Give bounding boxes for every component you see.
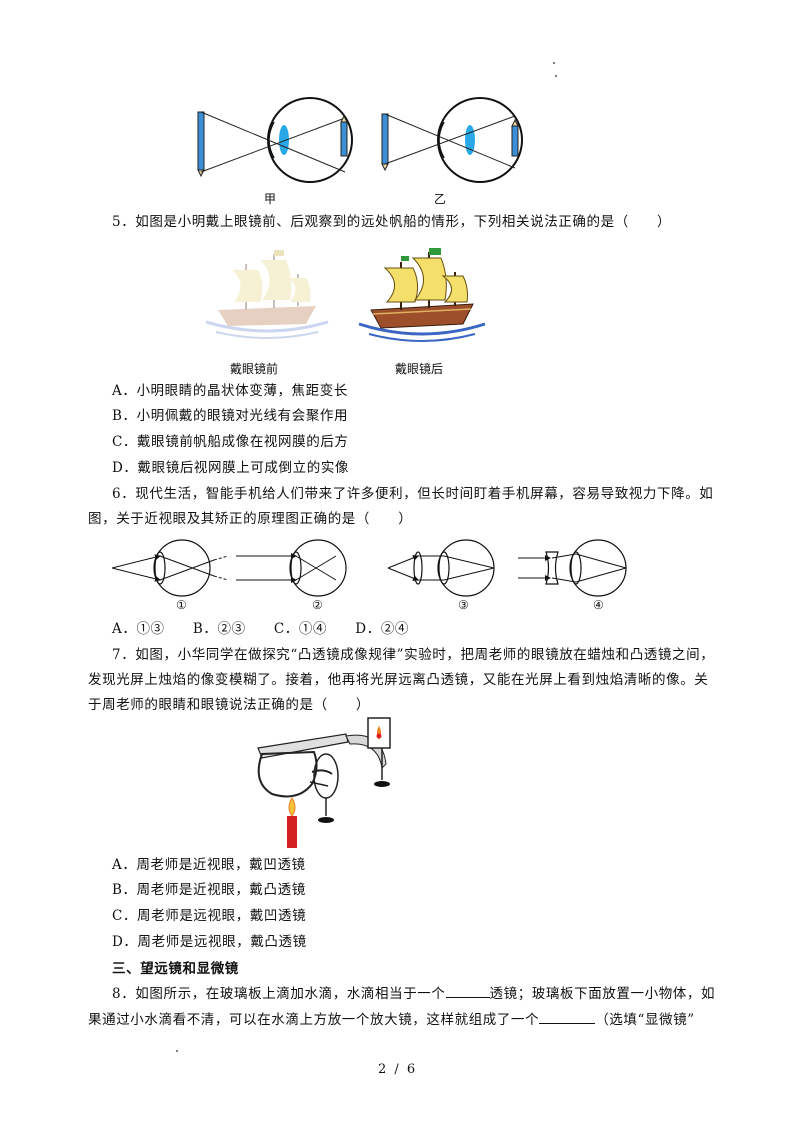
q6-stem-line1: 6．现代生活，智能手机给人们带来了许多便利，但长时间盯着手机屏幕，容易导致视力下… bbox=[112, 486, 714, 502]
q8-line1: 8．如图所示，在玻璃板上滴加水滴，水滴相当于一个 透镜；玻璃板下面放置一小物体，如 bbox=[112, 983, 715, 1004]
q8-blank-2[interactable] bbox=[539, 1009, 596, 1024]
q7-experiment-figure bbox=[257, 717, 391, 848]
q5-option-b[interactable]: B．小明佩戴的眼镜对光线有会聚作用 bbox=[112, 408, 349, 424]
q8-line1-text-b: 透镜；玻璃板下面放置一小物体，如 bbox=[489, 986, 716, 1002]
eye-label-jia: 甲 bbox=[264, 192, 277, 206]
q6-diagram-1 bbox=[111, 539, 229, 597]
ship-after-image bbox=[351, 244, 493, 354]
caption-before-glasses: 戴眼镜前 bbox=[230, 362, 279, 376]
q6-stem-line2: 图，关于近视眼及其矫正的原理图正确的是（ ） bbox=[88, 511, 413, 527]
scan-dot bbox=[553, 62, 555, 64]
q5-option-c[interactable]: C．戴眼镜前帆船成像在视网膜的后方 bbox=[112, 434, 349, 450]
scan-dot bbox=[555, 75, 557, 77]
caption-after-glasses: 戴眼镜后 bbox=[395, 362, 444, 376]
convex-lens-on-stand bbox=[313, 753, 339, 823]
eye-figure-yi bbox=[381, 97, 523, 183]
q8-blank-1[interactable] bbox=[445, 983, 490, 998]
q8-line2: 果通过小水滴看不清，可以在水滴上方放一个放大镜，这样就组成了一个 （选填“显微镜” bbox=[88, 1009, 695, 1030]
q5-option-a[interactable]: A．小明眼睛的晶状体变薄，焦距变长 bbox=[112, 383, 348, 399]
q6-eye-diagrams bbox=[111, 539, 627, 597]
eye-label-yi: 乙 bbox=[434, 192, 447, 206]
section-title: 三、望远镜和显微镜 bbox=[112, 961, 239, 977]
q7-stem-line1: 7．如图，小华同学在做探究“凸透镜成像规律”实验时，把周老师的眼镜放在蜡烛和凸透… bbox=[112, 647, 715, 663]
light-screen bbox=[367, 717, 391, 787]
q5-stem: 5．如图是小明戴上眼镜前、后观察到的远处帆船的情形，下列相关说法正确的是（ ） bbox=[112, 214, 672, 230]
q7-option-a[interactable]: A．周老师是近视眼，戴凹透镜 bbox=[112, 857, 306, 873]
eye-diagrams bbox=[197, 97, 523, 183]
q6-label-4: ④ bbox=[593, 598, 604, 612]
ship-before-image bbox=[196, 244, 338, 354]
q6-diagram-2 bbox=[236, 539, 347, 597]
q7-option-b[interactable]: B．周老师是近视眼，戴凸透镜 bbox=[112, 882, 306, 898]
q6-label-2: ② bbox=[312, 598, 323, 612]
q7-option-c[interactable]: C．周老师是远视眼，戴凹透镜 bbox=[112, 908, 307, 924]
q7-stem-line2: 发现光屏上烛焰的像变模糊了。接着，他再将光屏远离凸透镜，又能在光屏上看到烛焰清晰… bbox=[88, 672, 709, 688]
q6-label-1: ① bbox=[176, 598, 187, 612]
q7-stem-line3: 于周老师的眼睛和眼镜说法正确的是（ ） bbox=[88, 697, 370, 713]
candle bbox=[287, 797, 297, 848]
q5-option-d[interactable]: D．戴眼镜后视网膜上可成倒立的实像 bbox=[112, 460, 350, 476]
scan-dot bbox=[176, 1050, 178, 1052]
q7-option-d[interactable]: D．周老师是远视眼，戴凸透镜 bbox=[112, 934, 307, 950]
q6-options[interactable]: A．①③ B．②③ C．①④ D．②④ bbox=[112, 621, 410, 637]
glasses-drawing bbox=[257, 733, 387, 798]
q6-diagram-3 bbox=[387, 539, 495, 597]
q6-diagram-4 bbox=[518, 539, 627, 597]
eye-figure-jia bbox=[197, 97, 353, 183]
q8-line2-text-a: 果通过小水滴看不清，可以在水滴上方放一个放大镜，这样就组成了一个 bbox=[88, 1012, 540, 1028]
page-number: 2 / 6 bbox=[378, 1062, 418, 1077]
q6-label-3: ③ bbox=[458, 598, 469, 612]
q8-line1-text-a: 8．如图所示，在玻璃板上滴加水滴，水滴相当于一个 bbox=[112, 986, 446, 1002]
q8-line2-text-b: （选填“显微镜” bbox=[595, 1012, 695, 1028]
